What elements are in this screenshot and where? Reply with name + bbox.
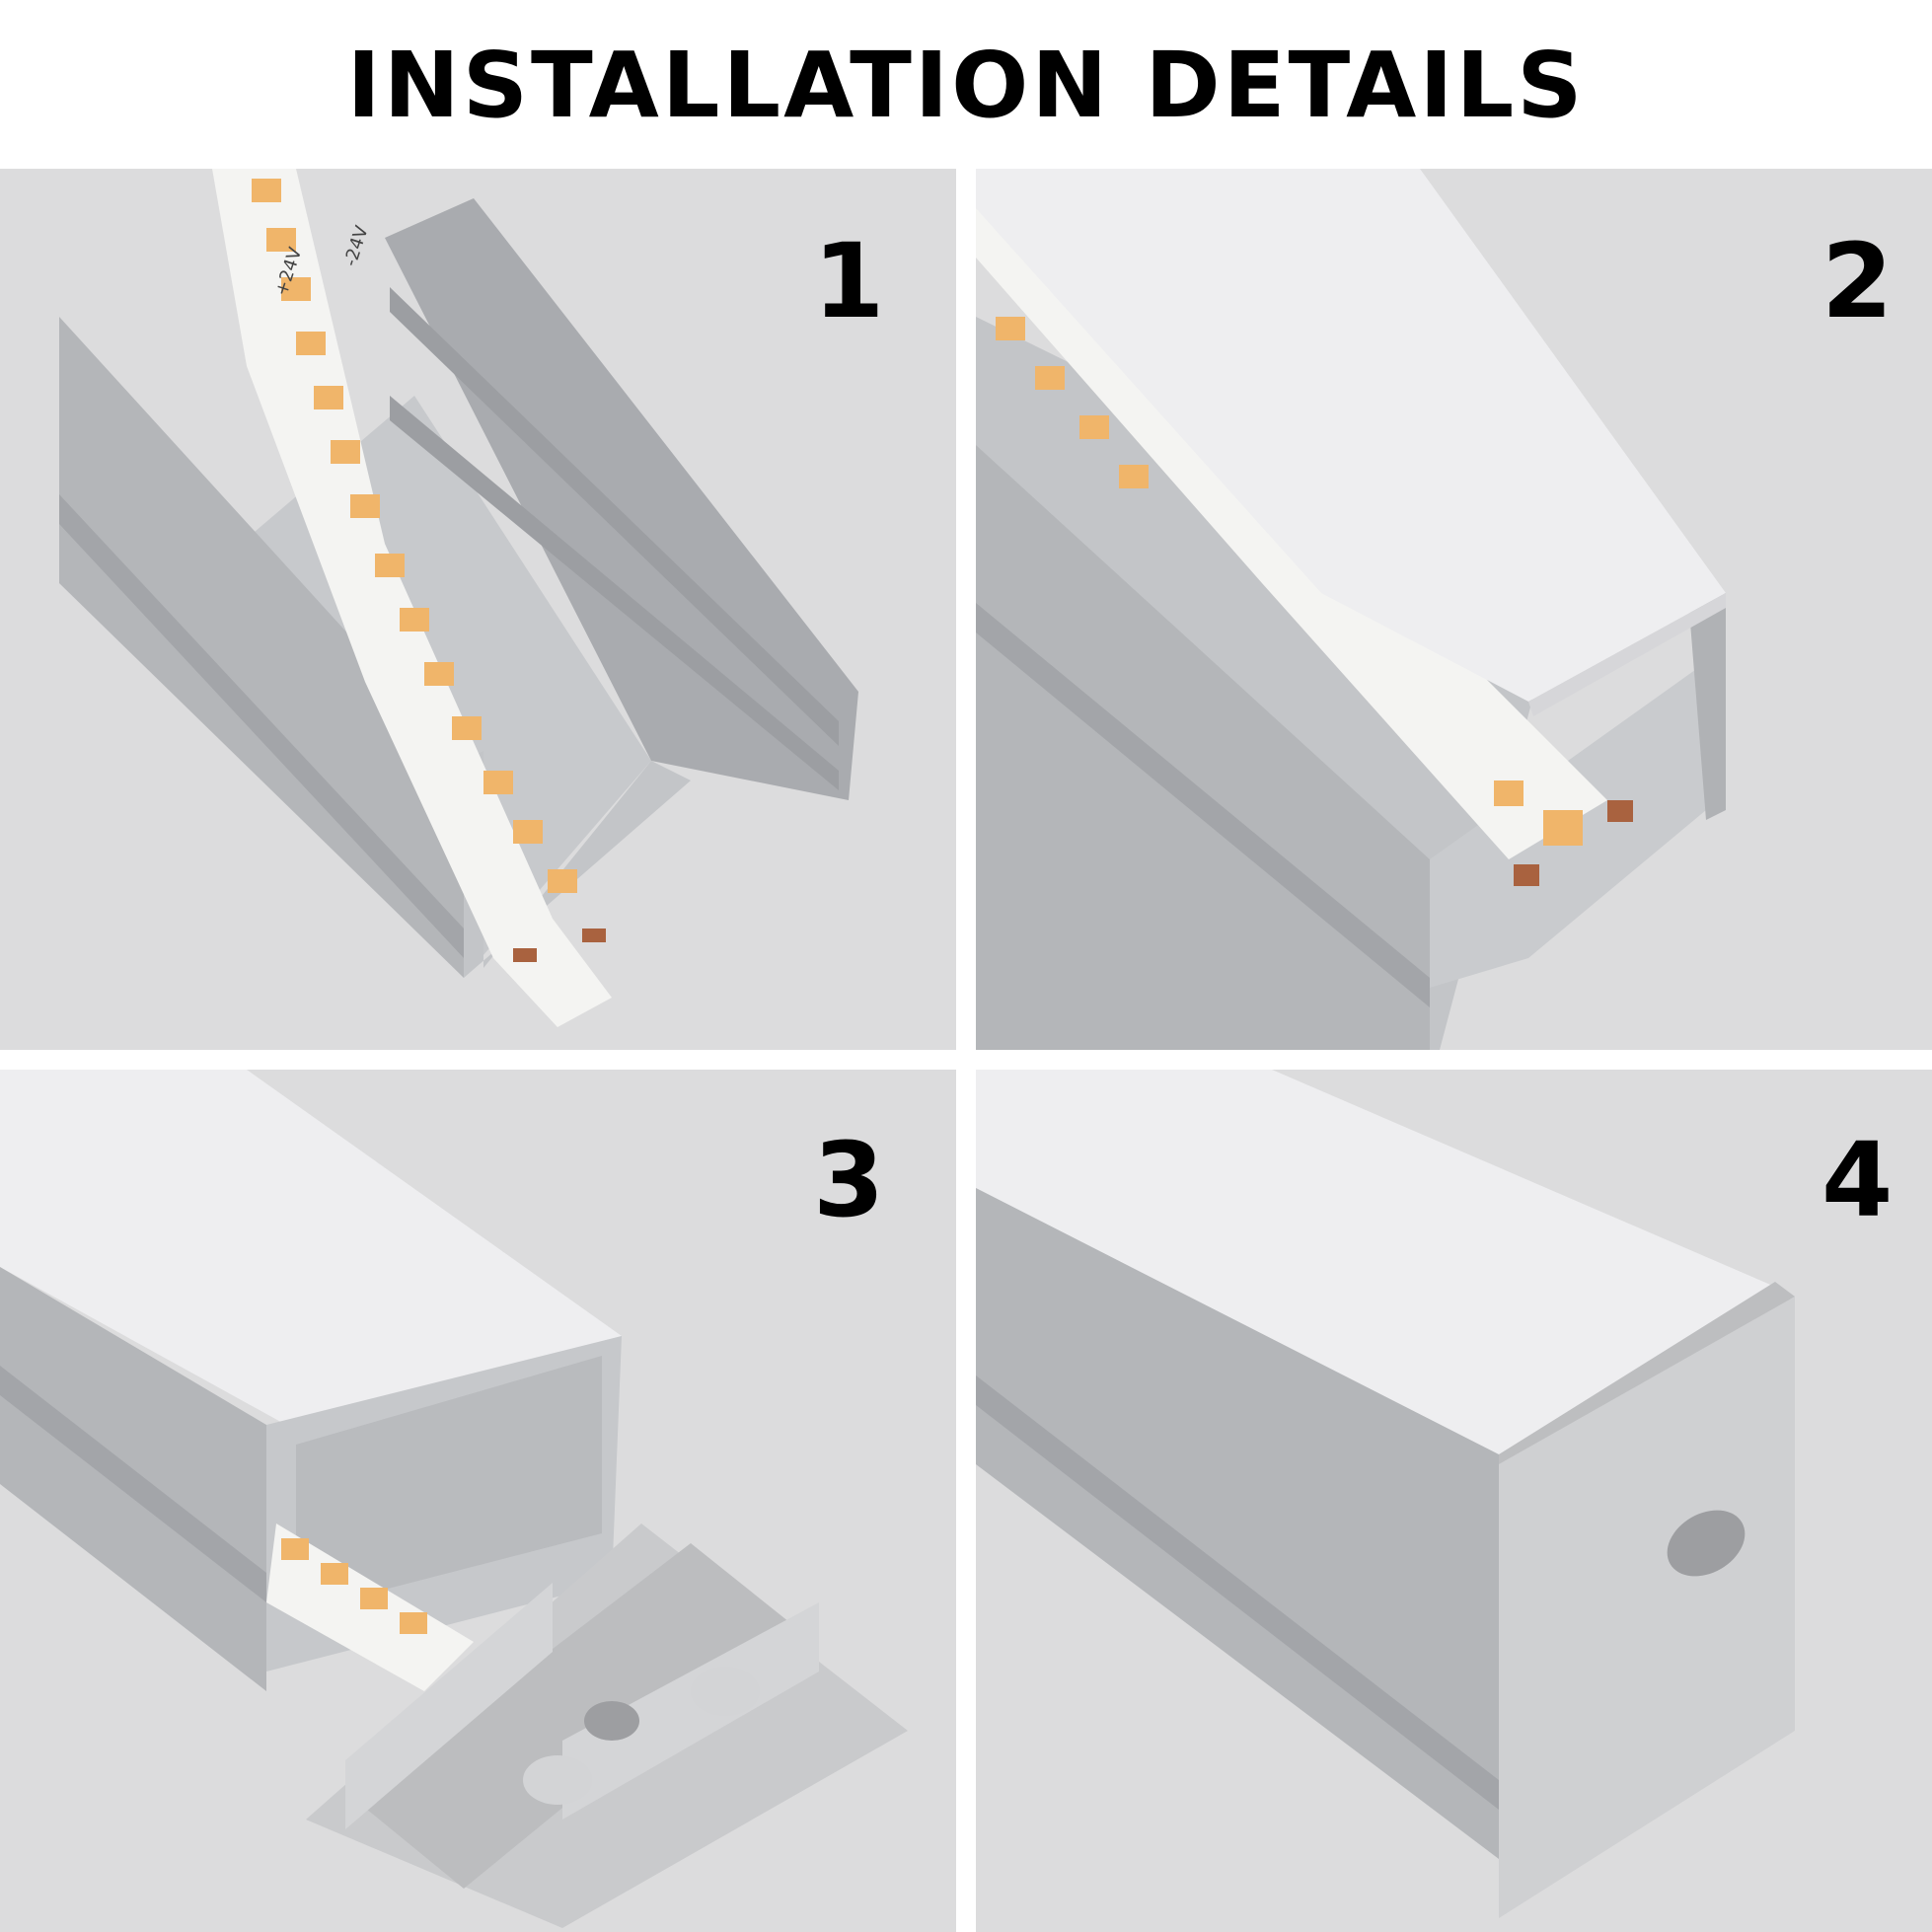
step-2-panel: 2 (976, 169, 1932, 1050)
diffuser-cover (0, 1070, 622, 1425)
step-3-illustration (0, 1070, 956, 1932)
step-number: 3 (813, 1120, 885, 1240)
step-number: 2 (1821, 221, 1894, 341)
end-cap (1499, 1282, 1795, 1918)
end-cap (306, 1523, 908, 1928)
diffuser-cover (976, 169, 1726, 702)
step-4-illustration (976, 1070, 1932, 1932)
led-strip: +24V -24V (212, 169, 612, 1027)
step-1-illustration: +24V -24V (0, 169, 956, 1050)
step-3-panel: 3 (0, 1070, 956, 1932)
step-number: 4 (1821, 1120, 1894, 1240)
led-strip (266, 1523, 474, 1691)
step-number: 1 (813, 221, 885, 341)
step-1-panel: +24V -24V 1 (0, 169, 956, 1050)
step-2-illustration (976, 169, 1932, 1050)
page-title: INSTALLATION DETAILS (346, 33, 1586, 138)
diffuser-cover (976, 1070, 1775, 1454)
step-4-panel: 4 (976, 1070, 1932, 1932)
channel-front-wall (59, 317, 464, 978)
